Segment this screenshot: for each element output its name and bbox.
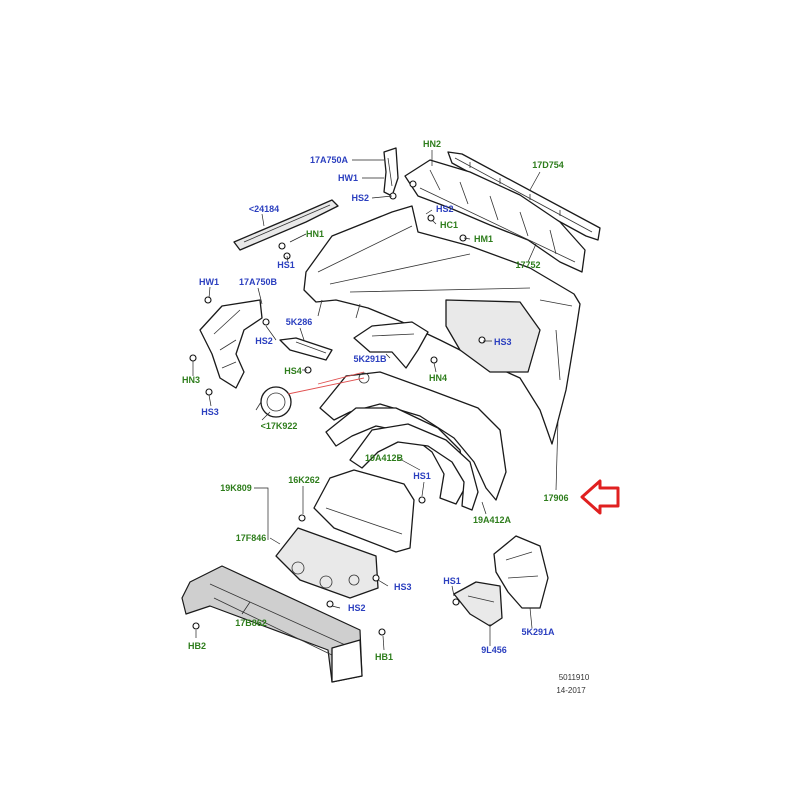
part-17k922 [255,386,292,418]
hollow-left-arrow-icon [580,479,620,515]
label-hn3: HN3 [182,375,200,385]
label-5k291a: 5K291A [521,627,555,637]
label-17k922: <17K922 [261,421,298,431]
leader-lines [192,150,559,651]
label-17a750a: 17A750A [310,155,349,165]
part-17b862 [181,565,363,683]
label-hs2-top-left: HS2 [351,193,369,203]
label-17a750b: 17A750B [239,277,278,287]
label-17752: 17752 [515,260,540,270]
label-17906: 17906 [543,493,568,503]
label-hm1: HM1 [474,234,493,244]
part-19k809 [313,469,415,553]
label-hs1-lower: HS1 [443,576,461,586]
part-19a412b [325,407,467,505]
label-hs1-center: HS1 [413,471,431,481]
label-hb2: HB2 [188,641,206,651]
part-17752 [404,159,586,273]
label-hc1: HC1 [440,220,458,230]
label-17b862: 17B862 [235,618,267,628]
label-hs3-right: HS3 [494,337,512,347]
label-19k809: 19K809 [220,483,252,493]
fasteners [189,180,486,636]
reference-number: 5011910 [559,673,590,682]
label-hn1: HN1 [306,229,324,239]
label-hb1: HB1 [375,652,393,662]
label-hw1-side: HW1 [199,277,219,287]
label-hs3-side: HS3 [201,407,219,417]
part-5k291a [493,535,549,609]
label-hn2: HN2 [423,139,441,149]
label-hs2-side: HS2 [255,336,273,346]
part-17a750a [383,147,399,197]
label-19a412b: 19A412B [365,453,404,463]
part-17f846 [275,527,379,599]
part-17a750b [199,299,263,389]
label-hs3-lower: HS3 [394,582,412,592]
label-hn4: HN4 [429,373,447,383]
label-5k286: 5K286 [286,317,313,327]
label-5k291b: 5K291B [353,354,387,364]
label-24184: <24184 [249,204,279,214]
label-hs2-lower: HS2 [348,603,366,613]
part-17d754 [447,151,601,241]
part-9l456 [453,581,503,627]
part-17906 [303,205,581,445]
part-24184 [233,199,339,251]
label-hs2-top-right: HS2 [436,204,454,214]
label-17d754: 17D754 [532,160,564,170]
part-5k286 [279,337,333,361]
label-19a412a: 19A412A [473,515,512,525]
label-hs4: HS4 [284,366,302,376]
label-hw1-top: HW1 [338,173,358,183]
label-16k262: 16K262 [288,475,320,485]
reference-date: 14-2017 [556,686,586,695]
part-5k291b [353,321,429,369]
callout-labels: 17A750A HN2 17D754 HW1 HS2 <24184 HS2 HC… [182,139,569,662]
part-19a412a [349,423,479,511]
label-9l456: 9L456 [481,645,507,655]
label-hs1-left: HS1 [277,260,295,270]
label-17f846: 17F846 [236,533,267,543]
